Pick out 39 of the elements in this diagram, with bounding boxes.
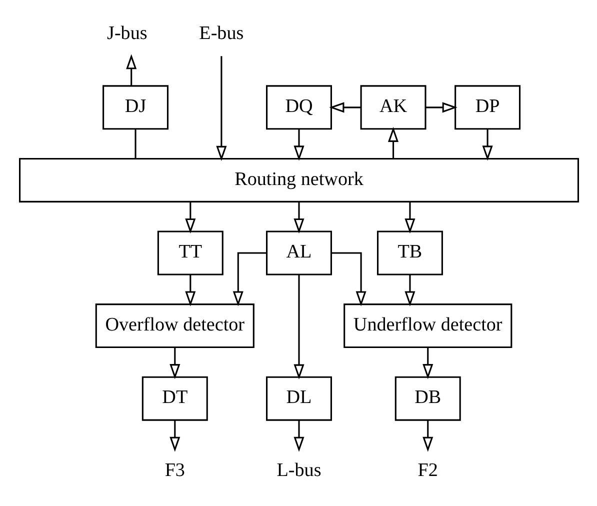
arrow xyxy=(232,252,266,306)
node-box: DQ xyxy=(266,85,332,130)
node-text: J-bus xyxy=(106,23,147,44)
arrow xyxy=(404,202,415,234)
arrow xyxy=(293,274,304,380)
arrow xyxy=(293,202,304,234)
node-text: L-bus xyxy=(276,460,321,481)
arrow xyxy=(422,420,433,452)
arrow xyxy=(169,420,180,452)
arrow xyxy=(422,348,433,380)
arrow xyxy=(293,420,304,452)
node-box: AK xyxy=(360,85,426,130)
arrow xyxy=(184,274,196,306)
node-box: Underflow detector xyxy=(343,304,512,348)
arrow xyxy=(404,274,415,306)
arrow xyxy=(330,252,366,306)
arrow xyxy=(293,129,304,161)
arrow xyxy=(169,348,180,380)
node-box: Overflow detector xyxy=(94,304,254,348)
arrow xyxy=(388,126,398,158)
arrow xyxy=(126,54,136,86)
node-box: DL xyxy=(266,376,332,421)
node-box: TT xyxy=(156,230,223,276)
arrow xyxy=(216,56,226,161)
arrow xyxy=(184,202,196,234)
arrow xyxy=(482,129,492,161)
node-text: E-bus xyxy=(198,23,244,44)
node-box: DP xyxy=(454,85,520,130)
node-box: Routing network xyxy=(18,158,578,202)
node-text: F2 xyxy=(417,460,438,481)
node-box: AL xyxy=(266,230,332,276)
arrow xyxy=(425,102,457,113)
node-box: DT xyxy=(141,376,208,421)
arrow xyxy=(328,102,360,113)
node-text: F3 xyxy=(164,460,184,481)
node-box: DB xyxy=(394,376,460,421)
node-box: TB xyxy=(376,230,442,276)
connector xyxy=(134,129,136,158)
node-box: DJ xyxy=(102,85,168,130)
